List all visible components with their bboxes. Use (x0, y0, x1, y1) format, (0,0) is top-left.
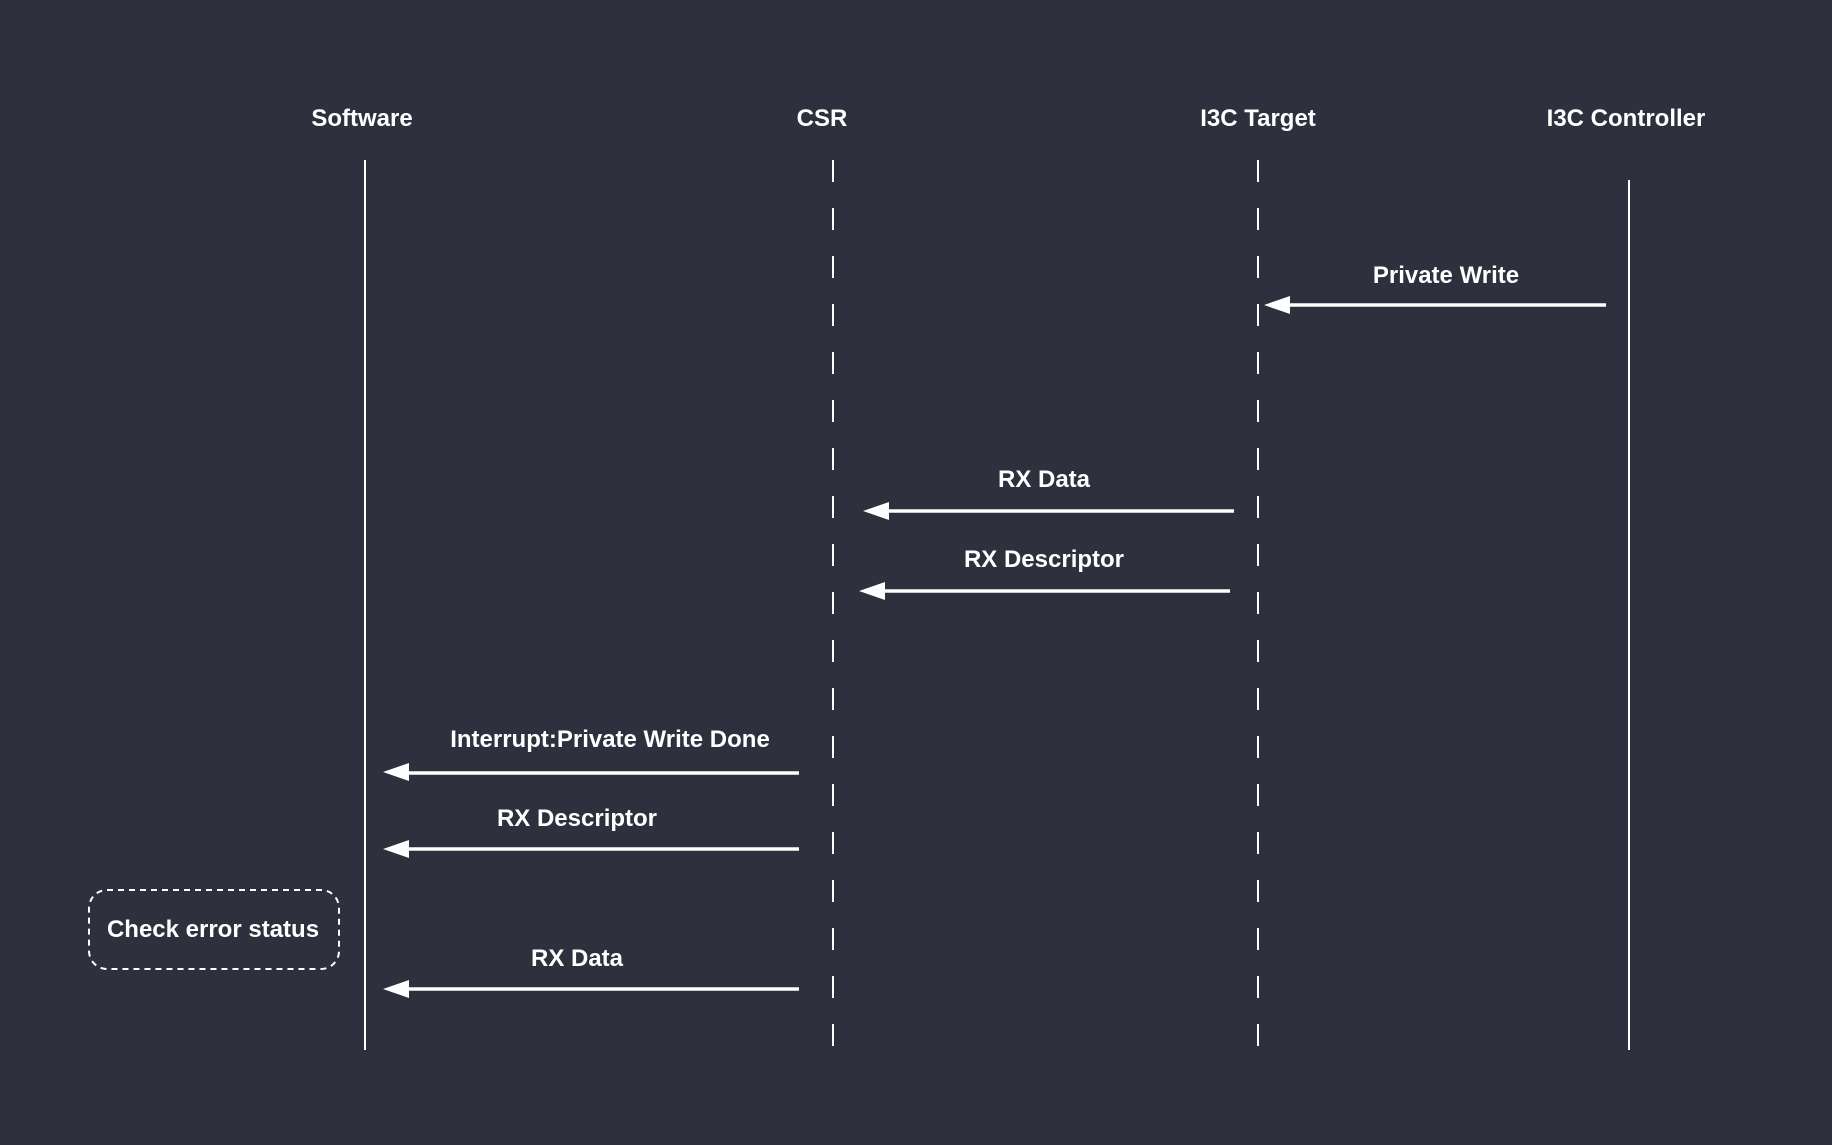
message-label: RX Descriptor (964, 546, 1124, 573)
arrowhead (1264, 296, 1290, 314)
message-rx-descriptor-to-csr: RX Descriptor (859, 546, 1230, 600)
message-interrupt-private-write-done: Interrupt:Private Write Done (383, 726, 799, 781)
participant-label-csr: CSR (797, 105, 848, 132)
participant-label-i3c-controller: I3C Controller (1547, 105, 1706, 132)
arrowhead (863, 502, 889, 520)
note-check-error-status: Check error status (88, 889, 340, 970)
arrowhead (383, 840, 409, 858)
note-label: Check error status (107, 916, 319, 943)
arrowhead (383, 763, 409, 781)
message-label: RX Data (531, 945, 624, 972)
participant-label-software: Software (311, 105, 412, 132)
participant-label-i3c-target: I3C Target (1200, 105, 1316, 132)
note-box (88, 889, 340, 970)
message-label: Interrupt:Private Write Done (450, 726, 770, 753)
message-rx-descriptor-to-software: RX Descriptor (383, 805, 799, 858)
message-rx-data-to-csr: RX Data (863, 466, 1234, 520)
message-label: Private Write (1373, 262, 1519, 289)
arrowhead (383, 980, 409, 998)
message-label: RX Descriptor (497, 805, 657, 832)
message-label: RX Data (998, 466, 1091, 493)
message-private-write: Private Write (1264, 262, 1606, 314)
arrowhead (859, 582, 885, 600)
message-rx-data-to-software: RX Data (383, 945, 799, 998)
